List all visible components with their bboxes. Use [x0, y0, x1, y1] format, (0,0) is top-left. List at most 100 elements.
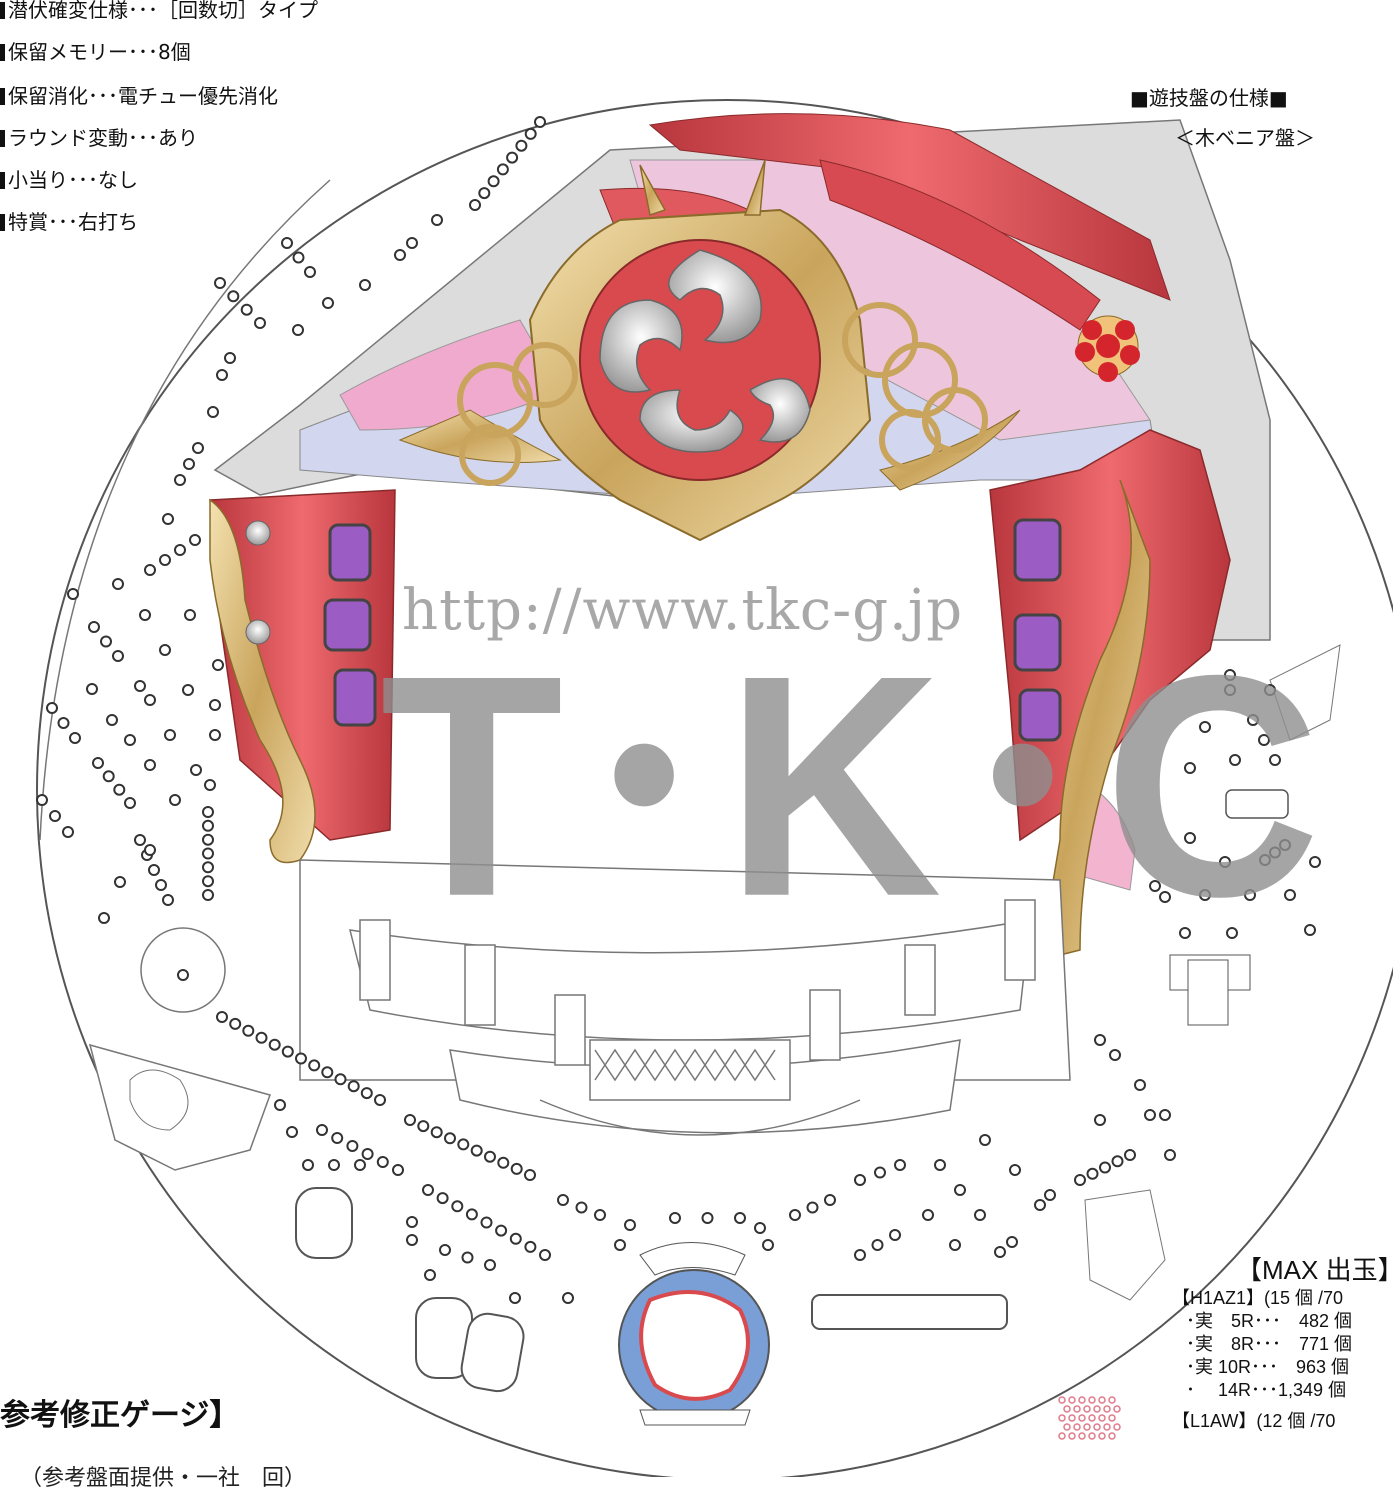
out-dot [1113, 1423, 1121, 1431]
nail [292, 324, 304, 336]
nail [1259, 854, 1271, 866]
nail [575, 1201, 588, 1214]
nail [624, 1219, 636, 1231]
bridge-lattice [594, 1048, 776, 1082]
nail [789, 1209, 801, 1221]
nail [162, 513, 174, 525]
out-dot [1078, 1396, 1086, 1404]
bridge-stage [299, 859, 1071, 1136]
nail [510, 1162, 523, 1175]
max-payout-row: ･実 8R･･･ 771 個 [1186, 1334, 1353, 1354]
nail [100, 635, 112, 648]
nail [292, 251, 305, 264]
nail [1304, 924, 1316, 936]
nail [506, 151, 519, 164]
lantern [295, 1187, 525, 1393]
nail [557, 1194, 569, 1206]
nail [484, 1150, 496, 1163]
nail [824, 1194, 836, 1206]
nail [1224, 669, 1236, 681]
out-dot [1088, 1432, 1096, 1440]
nail [322, 297, 334, 309]
nail [98, 912, 110, 924]
out-dot [1068, 1396, 1076, 1404]
nail [92, 757, 104, 769]
nail [102, 770, 115, 783]
out-dot [1098, 1396, 1106, 1404]
nail [594, 1209, 606, 1221]
nail [224, 352, 236, 364]
nail [1279, 839, 1291, 851]
out-dot [1083, 1405, 1091, 1413]
out-dot [1108, 1432, 1116, 1440]
nail [1269, 846, 1281, 859]
nail [1226, 927, 1238, 939]
nail [439, 1244, 451, 1256]
nail [36, 794, 48, 806]
nail [669, 1212, 681, 1224]
nail [451, 1200, 464, 1213]
nail [934, 1159, 946, 1171]
lamp [245, 520, 271, 546]
watermark-url: http://www.tkc-g.jp [402, 578, 964, 643]
nail [216, 369, 228, 381]
nail [204, 779, 216, 791]
red-stripe [819, 159, 1101, 331]
out-dot [1058, 1396, 1066, 1404]
nail [229, 1017, 242, 1030]
out-dot [1093, 1423, 1101, 1431]
nail [734, 1212, 746, 1224]
nail [113, 783, 126, 796]
nail [444, 1132, 456, 1145]
nail [308, 1059, 321, 1072]
nail [484, 1259, 496, 1271]
board-outline [36, 99, 1393, 1477]
nail [1258, 734, 1270, 746]
nail [177, 969, 189, 981]
nail [144, 844, 156, 856]
nail [144, 564, 156, 576]
out-dot [1083, 1423, 1091, 1431]
nail [202, 806, 214, 818]
nail [495, 1224, 508, 1237]
nail [1044, 1189, 1056, 1201]
nail [57, 717, 70, 729]
nail [214, 277, 226, 289]
nail [162, 894, 174, 906]
nail [1109, 1049, 1121, 1061]
nail [436, 1192, 449, 1205]
nail [1219, 856, 1231, 868]
nail [431, 214, 443, 226]
nail [328, 1159, 340, 1171]
nail [144, 759, 156, 771]
spec-item: ラウンド変動･･･あり [0, 126, 198, 150]
nail [1269, 754, 1281, 766]
out-dot [1078, 1414, 1086, 1422]
nail [360, 1087, 373, 1100]
nail [854, 1249, 866, 1261]
nail [359, 279, 371, 291]
nail [281, 1045, 294, 1058]
nail [183, 458, 195, 470]
nail [302, 1159, 314, 1171]
nail [347, 1080, 360, 1093]
nail [88, 621, 100, 633]
nail [1149, 880, 1161, 892]
nail [242, 1024, 255, 1037]
nail [134, 834, 146, 846]
board-spec-title: ■遊技盤の仕様■ [1130, 86, 1288, 110]
nail [354, 1159, 366, 1171]
nail [155, 879, 167, 891]
nail [159, 554, 171, 566]
nail [406, 1234, 418, 1246]
gauge-title: 参考修正ゲージ】 [0, 1398, 240, 1433]
out-dot [1098, 1414, 1106, 1422]
out-dot [1078, 1432, 1086, 1440]
nail [202, 847, 214, 860]
cloud-deco [88, 1043, 271, 1171]
max-payout-title: 【MAX 出玉】 [1236, 1255, 1393, 1285]
nail [331, 1132, 344, 1144]
nail [106, 714, 118, 726]
nail [209, 699, 221, 711]
out-dot [1073, 1423, 1081, 1431]
